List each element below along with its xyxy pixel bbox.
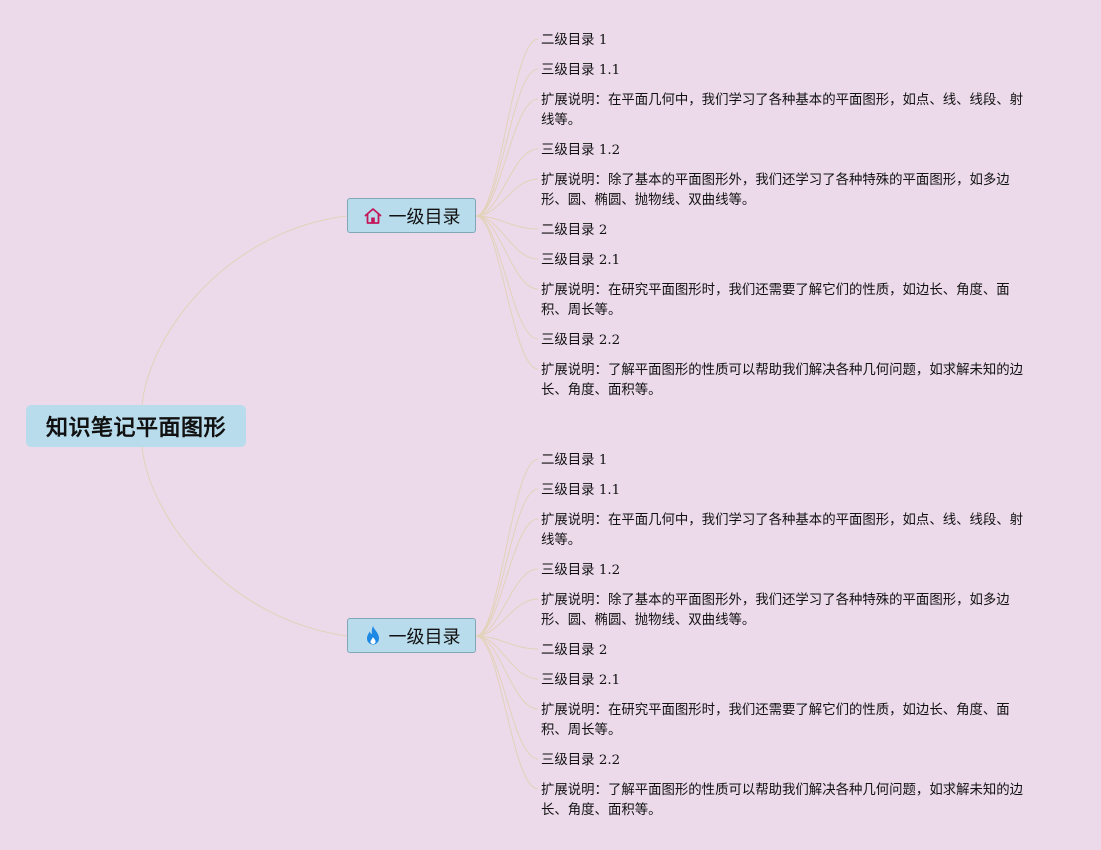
root-topic[interactable]: 知识笔记平面图形 — [26, 405, 246, 447]
leaf-note[interactable]: 扩展说明：在研究平面图形时，我们还需要了解它们的性质，如边长、角度、面积、周长等… — [541, 703, 1010, 738]
leaf-connector — [475, 518, 539, 637]
leaf-topic[interactable]: 三级目录 1.1 — [541, 483, 621, 498]
root-topic-title: 知识笔记平面图形 — [45, 416, 226, 441]
leaf-topic[interactable]: 二级目录 1 — [541, 33, 608, 48]
flame-icon — [363, 625, 383, 647]
leaf-connector — [475, 215, 539, 340]
leaf-connector — [475, 215, 539, 370]
leaf-topic[interactable]: 二级目录 1 — [541, 453, 608, 468]
leaf-topic[interactable]: 二级目录 2 — [541, 643, 608, 658]
branch-topic-1-label: 一级目录 — [388, 206, 461, 228]
leaf-connector — [475, 178, 539, 217]
leaf-topic[interactable]: 二级目录 2 — [541, 223, 608, 238]
leaf-topic[interactable]: 三级目录 2.1 — [541, 253, 621, 268]
leaf-note[interactable]: 扩展说明：在平面几何中，我们学习了各种基本的平面图形，如点、线、线段、射线等。 — [541, 93, 1024, 128]
branch-1-leaf-connectors — [475, 38, 539, 370]
branch-topic-2-label: 一级目录 — [388, 626, 461, 648]
leaf-topic[interactable]: 三级目录 1.1 — [541, 63, 621, 78]
leaf-note[interactable]: 扩展说明：除了基本的平面图形外，我们还学习了各种特殊的平面图形，如多边形、圆、椭… — [541, 173, 1010, 208]
leaf-connector — [475, 38, 539, 217]
leaf-connector — [475, 635, 539, 650]
leaf-topic[interactable]: 三级目录 2.1 — [541, 673, 621, 688]
leaf-note[interactable]: 扩展说明：了解平面图形的性质可以帮助我们解决各种几何问题，如求解未知的边长、角度… — [541, 363, 1024, 398]
leaf-connector — [475, 215, 539, 290]
leaf-note[interactable]: 扩展说明：在平面几何中，我们学习了各种基本的平面图形，如点、线、线段、射线等。 — [541, 513, 1024, 548]
leaf-topic[interactable]: 三级目录 1.2 — [541, 563, 621, 578]
leaf-note[interactable]: 扩展说明：了解平面图形的性质可以帮助我们解决各种几何问题，如求解未知的边长、角度… — [541, 783, 1024, 818]
branch-topic-2[interactable]: 一级目录 — [347, 618, 476, 653]
leaf-topic[interactable]: 三级目录 2.2 — [541, 753, 621, 768]
leaf-note[interactable]: 扩展说明：在研究平面图形时，我们还需要了解它们的性质，如边长、角度、面积、周长等… — [541, 283, 1010, 318]
leaf-connector — [475, 215, 539, 230]
root-to-branch-1-connector — [141, 215, 348, 406]
leaf-note[interactable]: 扩展说明：除了基本的平面图形外，我们还学习了各种特殊的平面图形，如多边形、圆、椭… — [541, 593, 1010, 628]
leaf-connector — [475, 635, 539, 710]
leaf-connector — [475, 458, 539, 637]
branch-topic-1[interactable]: 一级目录 — [347, 198, 476, 233]
leaf-topic[interactable]: 三级目录 1.2 — [541, 143, 621, 158]
leaf-connector — [475, 635, 539, 680]
leaf-topic[interactable]: 三级目录 2.2 — [541, 333, 621, 348]
leaf-connector — [475, 598, 539, 637]
leaf-connector — [475, 148, 539, 217]
leaf-connector — [475, 68, 539, 217]
branch-2-leaf-connectors — [475, 458, 539, 790]
leaf-connector — [475, 568, 539, 637]
leaf-connector — [475, 488, 539, 637]
leaf-connector — [475, 215, 539, 260]
leaf-connector — [475, 635, 539, 790]
home-icon — [363, 206, 383, 226]
leaf-connector — [475, 635, 539, 760]
root-to-branch-2-connector — [141, 446, 348, 637]
leaf-connector — [475, 98, 539, 217]
